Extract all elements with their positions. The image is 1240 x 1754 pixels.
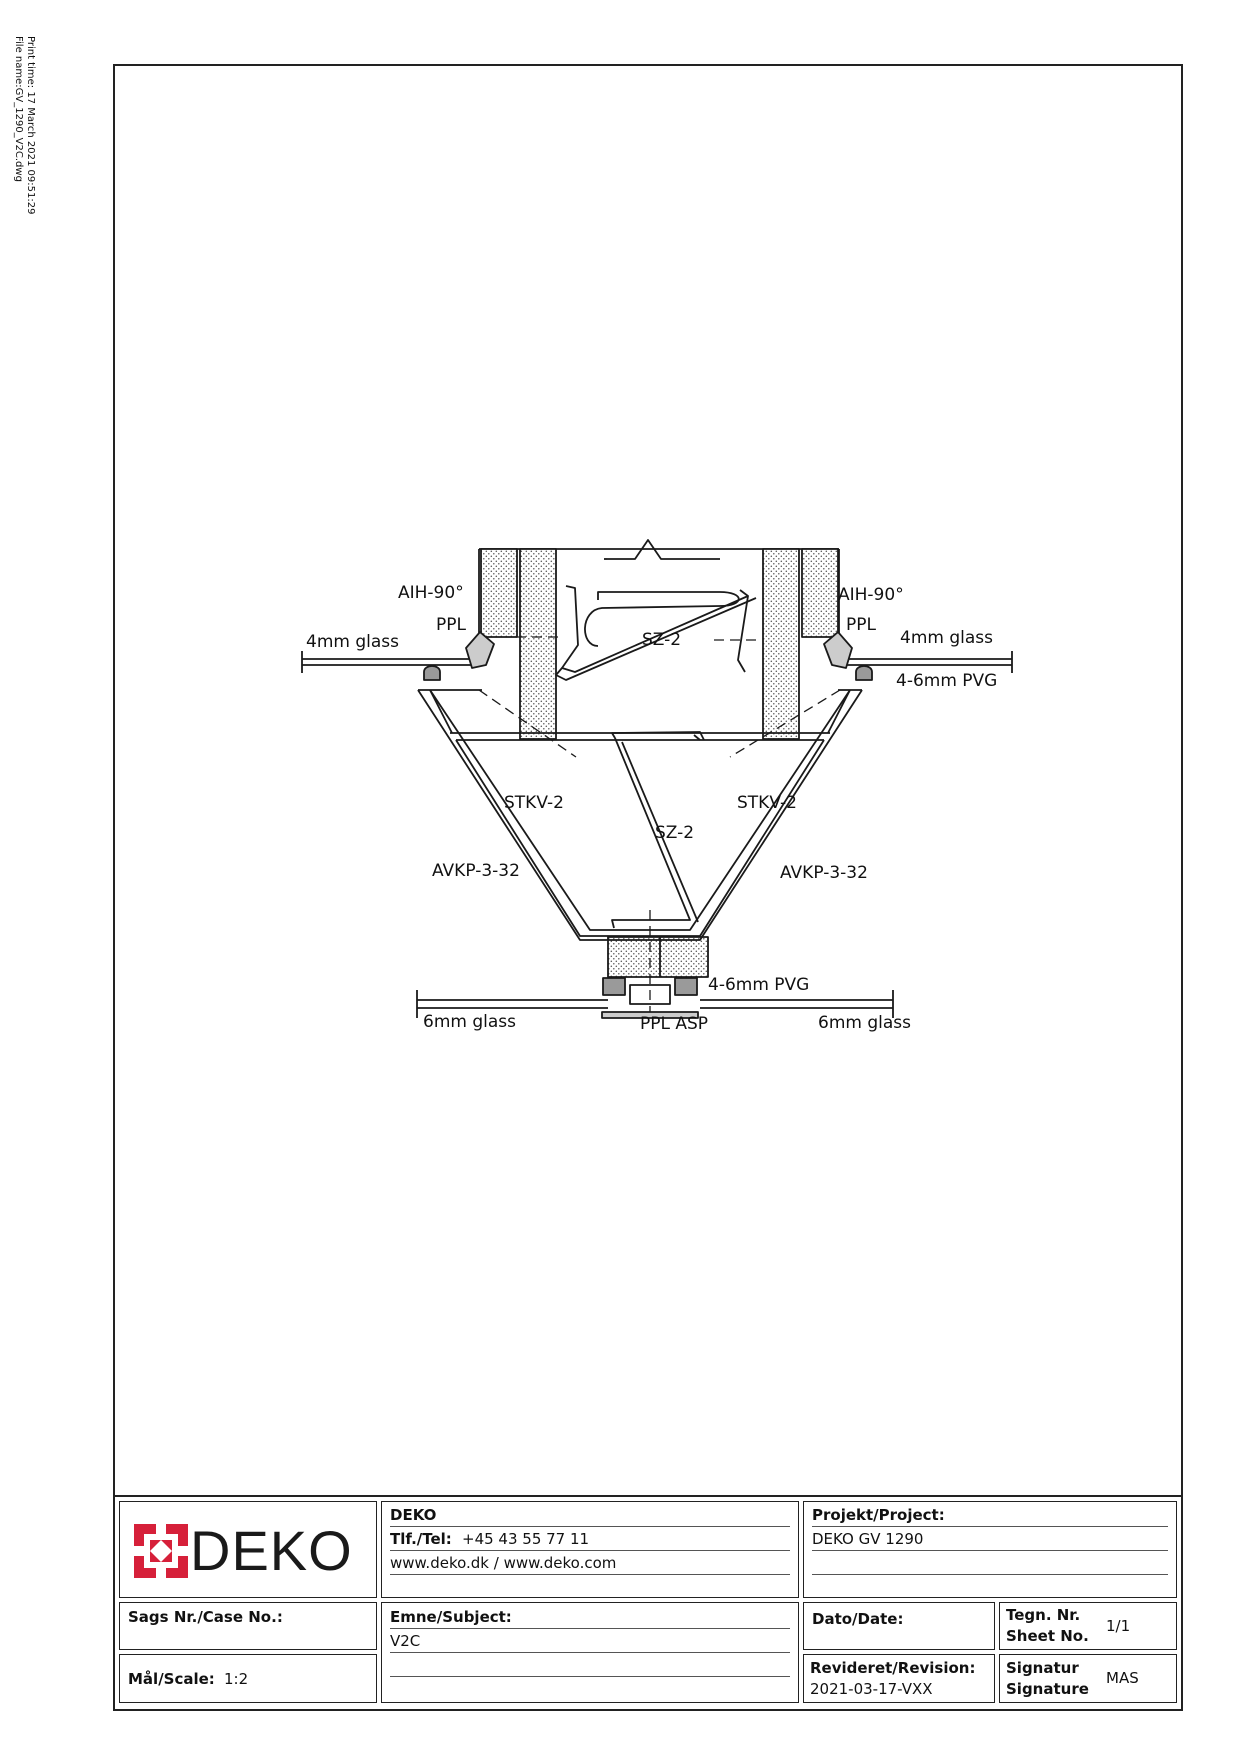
signature-label-1: Signatur: [1006, 1659, 1079, 1677]
signature-cell: Signatur Signature MAS: [999, 1654, 1177, 1703]
tel-value: +45 43 55 77 11: [462, 1530, 590, 1548]
label-glass-4mm-right: 4mm glass: [900, 628, 993, 648]
signature-label-2: Signature: [1006, 1680, 1089, 1698]
case-cell: Sags Nr./Case No.:: [119, 1602, 377, 1650]
label-ppl-left: PPL: [436, 615, 467, 635]
insulation-block: [801, 548, 839, 638]
title-block: DEKO DEKO Tlf./Tel: +45 43 55 77 11 www.…: [113, 1495, 1183, 1711]
ppl-left: [465, 631, 495, 669]
label-sz2-lower: SZ-2: [655, 823, 694, 843]
label-sz2-upper: SZ-2: [642, 630, 681, 650]
logo-wordmark: DEKO: [190, 1519, 353, 1582]
insulation-block: [607, 936, 709, 978]
project-label: Projekt/Project:: [812, 1506, 945, 1524]
break-symbol: [607, 539, 672, 560]
label-avkp-right: AVKP-3-32: [780, 863, 868, 883]
label-glass-4mm-left: 4mm glass: [306, 632, 399, 652]
sheet-value: 1/1: [1106, 1617, 1131, 1635]
tel-label: Tlf./Tel:: [390, 1530, 452, 1548]
scale-cell: Mål/Scale: 1:2: [119, 1654, 377, 1703]
project-cell: Projekt/Project: DEKO GV 1290: [803, 1501, 1177, 1598]
project-value: DEKO GV 1290: [812, 1530, 924, 1548]
label-aih-right: AIH-90°: [838, 585, 904, 605]
revision-cell: Revideret/Revision: 2021-03-17-VXX: [803, 1654, 995, 1703]
insulation-block: [480, 548, 518, 638]
label-glass-6mm-right: 6mm glass: [818, 1013, 911, 1033]
pvg-lower-left: [602, 977, 626, 996]
deko-logo-icon: [134, 1524, 188, 1578]
label-aih-left: AIH-90°: [398, 583, 464, 603]
sz2-lower-profile: [611, 731, 705, 929]
revision-value: 2021-03-17-VXX: [810, 1680, 933, 1698]
avkp-profile: [417, 689, 863, 941]
company-web: www.deko.dk / www.deko.com: [390, 1554, 617, 1572]
scale-value: 1:2: [224, 1670, 249, 1688]
sheet-frame: [113, 64, 1183, 1711]
sheet-label-2: Sheet No.: [1006, 1627, 1089, 1645]
company-name: DEKO: [390, 1506, 437, 1524]
signature-value: MAS: [1106, 1669, 1139, 1687]
label-stkv-right: STKV-2: [737, 793, 797, 813]
logo-cell: DEKO: [119, 1501, 377, 1598]
stkv-profile: [455, 739, 825, 937]
date-label: Dato/Date:: [812, 1610, 904, 1628]
subject-label: Emne/Subject:: [390, 1608, 512, 1626]
scale-label: Mål/Scale:: [128, 1670, 215, 1688]
case-label: Sags Nr./Case No.:: [128, 1608, 283, 1626]
company-cell: DEKO Tlf./Tel: +45 43 55 77 11 www.deko.…: [381, 1501, 799, 1598]
pvg-left: [423, 665, 441, 681]
label-stkv-left: STKV-2: [504, 793, 564, 813]
sz2-upper-profile: [561, 585, 749, 673]
ppl-right: [823, 631, 853, 669]
insulation-block: [762, 548, 800, 740]
insulation-block: [519, 548, 557, 740]
revision-label: Revideret/Revision:: [810, 1659, 976, 1677]
label-pvg-lower: 4-6mm PVG: [708, 975, 809, 995]
label-pvg-upper: 4-6mm PVG: [896, 671, 997, 691]
subject-cell: Emne/Subject: V2C: [381, 1602, 799, 1703]
label-ppl-right: PPL: [846, 615, 877, 635]
pvg-right: [855, 665, 873, 681]
date-cell: Dato/Date:: [803, 1602, 995, 1650]
sheet-label-1: Tegn. Nr.: [1006, 1606, 1081, 1624]
label-glass-6mm-left: 6mm glass: [423, 1012, 516, 1032]
label-avkp-left: AVKP-3-32: [432, 861, 520, 881]
subject-value: V2C: [390, 1632, 421, 1650]
label-ppl-asp: PPL ASP: [640, 1014, 708, 1034]
sheet-cell: Tegn. Nr. Sheet No. 1/1: [999, 1602, 1177, 1650]
pvg-lower-right: [674, 977, 698, 996]
